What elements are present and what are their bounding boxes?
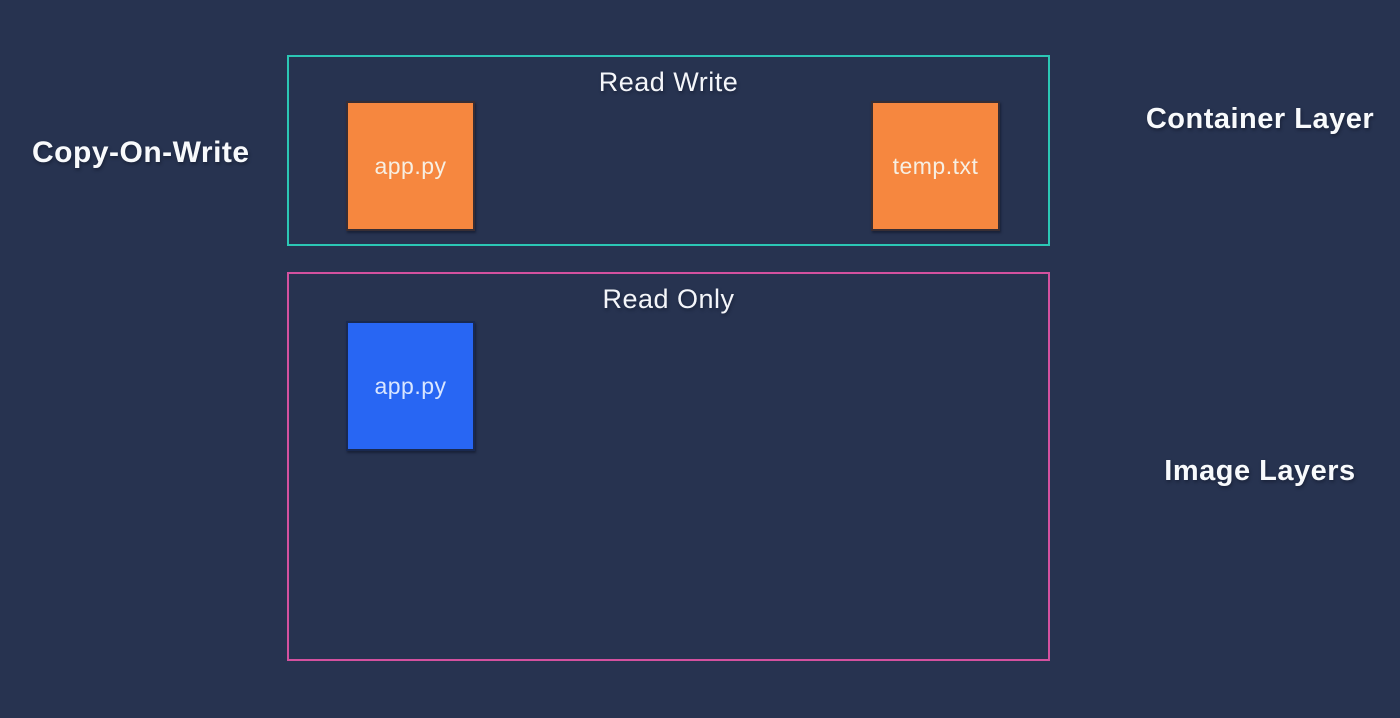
container-layer-side-label: Container Layer xyxy=(1145,103,1375,135)
file-square-app-py-image: app.py xyxy=(346,321,475,451)
image-layers-side-label: Image Layers xyxy=(1164,455,1356,487)
diagram-title: Copy-On-Write xyxy=(32,136,250,169)
container-layer-box: Read Write app.py temp.txt xyxy=(287,55,1050,246)
read-write-label: Read Write xyxy=(598,67,739,97)
file-square-app-py-container: app.py xyxy=(346,101,475,231)
file-name-label: temp.txt xyxy=(892,152,979,179)
image-layers-box: Read Only app.py xyxy=(287,272,1050,661)
file-square-temp-txt-container: temp.txt xyxy=(871,101,1000,231)
file-name-label: app.py xyxy=(374,152,447,179)
read-only-label: Read Only xyxy=(602,284,735,314)
file-name-label: app.py xyxy=(374,372,447,399)
